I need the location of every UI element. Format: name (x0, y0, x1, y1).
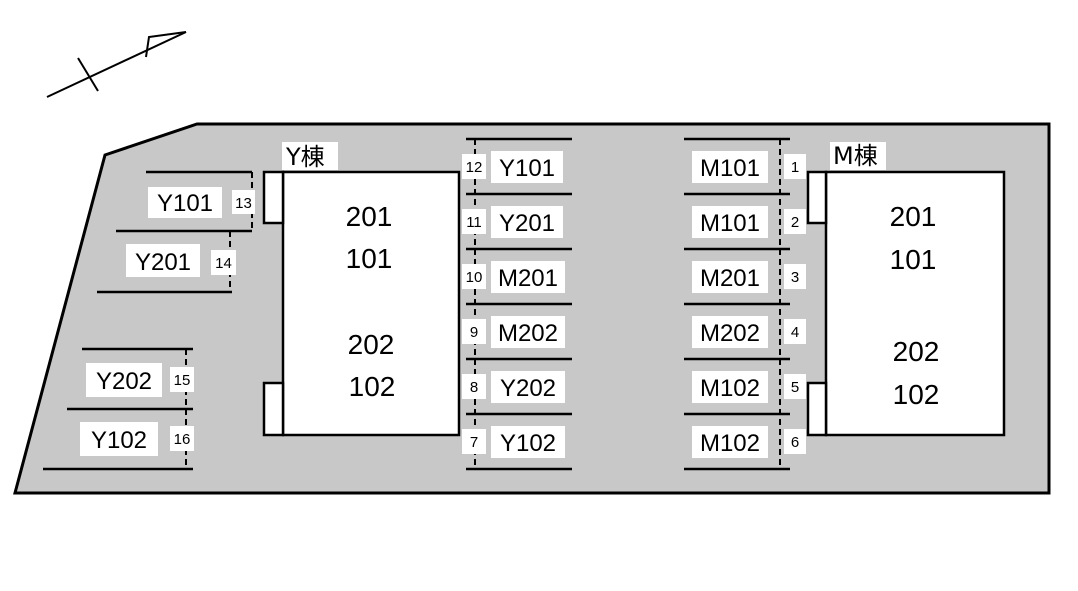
parking-space-6[interactable]: M102 6 (692, 426, 806, 458)
parking-space-8[interactable]: 8 Y202 (462, 371, 565, 403)
space-number: 8 (470, 379, 478, 396)
parking-space-11[interactable]: 11 Y201 (462, 206, 563, 238)
building-y-title: Y棟 (285, 143, 325, 171)
unit-label: 102 (349, 371, 396, 402)
parking-space-14[interactable]: Y201 14 (126, 244, 236, 277)
space-number: 9 (470, 324, 478, 341)
space-label: Y102 (500, 430, 556, 457)
space-label: Y201 (135, 249, 191, 276)
space-number: 11 (466, 214, 482, 231)
parking-space-5[interactable]: M102 5 (692, 371, 806, 403)
unit-label: 202 (348, 329, 395, 360)
unit-label: 201 (890, 201, 937, 232)
space-label: Y201 (499, 210, 555, 237)
space-number: 7 (470, 434, 478, 451)
space-label: Y102 (91, 427, 147, 454)
parking-space-9[interactable]: 9 M202 (462, 316, 565, 348)
space-number: 15 (174, 372, 191, 389)
space-number: 14 (215, 255, 232, 272)
space-label: Y202 (96, 368, 152, 395)
space-label: M202 (498, 320, 558, 347)
space-number: 4 (791, 324, 799, 341)
unit-label: 101 (346, 243, 393, 274)
space-label: Y101 (499, 155, 555, 182)
parking-space-7[interactable]: 7 Y102 (462, 426, 565, 458)
space-label: M101 (700, 210, 760, 237)
space-number: 5 (791, 379, 799, 396)
space-label: M201 (700, 265, 760, 292)
space-number: 10 (466, 269, 483, 286)
north-arrow-icon (46, 31, 187, 98)
space-number: 2 (791, 214, 799, 231)
unit-label: 102 (893, 379, 940, 410)
space-label: M102 (700, 430, 760, 457)
space-number: 16 (174, 431, 191, 448)
center-right-parking-lines (684, 137, 790, 471)
space-label: Y202 (500, 375, 556, 402)
building-m: M棟 201 101 202 102 (806, 142, 1006, 437)
unit-label: 201 (346, 201, 393, 232)
space-number: 1 (791, 159, 799, 176)
space-number: 13 (235, 195, 252, 212)
unit-label: 202 (893, 336, 940, 367)
space-number: 6 (791, 434, 799, 451)
space-label: Y101 (157, 190, 213, 217)
parking-space-16[interactable]: Y102 16 (80, 422, 194, 456)
center-left-parking-lines (466, 137, 572, 471)
space-label: M201 (498, 265, 558, 292)
space-label: M202 (700, 320, 760, 347)
left-parking-lines (43, 170, 253, 471)
space-label: M102 (700, 375, 760, 402)
space-number: 3 (791, 269, 799, 286)
parking-space-15[interactable]: Y202 15 (86, 363, 194, 397)
parking-space-1[interactable]: M101 1 (692, 151, 806, 183)
space-label: M101 (700, 155, 760, 182)
parking-space-2[interactable]: M101 2 (692, 206, 806, 238)
parking-space-4[interactable]: M202 4 (692, 316, 806, 348)
unit-label: 101 (890, 244, 937, 275)
building-y: Y棟 201 101 202 102 (262, 142, 461, 437)
parking-space-12[interactable]: 12 Y101 (462, 151, 563, 183)
space-number: 12 (466, 159, 483, 176)
parking-space-13[interactable]: Y101 13 (148, 187, 255, 218)
building-m-title: M棟 (833, 142, 878, 170)
parking-space-3[interactable]: M201 3 (692, 261, 806, 293)
parking-space-10[interactable]: 10 M201 (462, 261, 565, 293)
